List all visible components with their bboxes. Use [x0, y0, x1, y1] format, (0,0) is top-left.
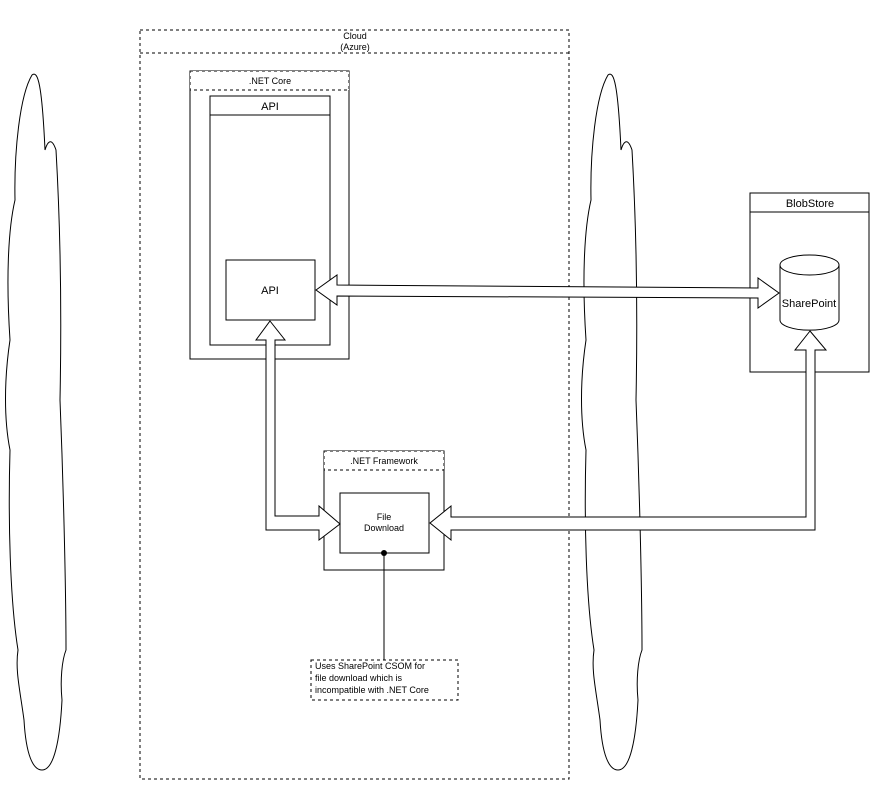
note-line2: file download which is [315, 673, 403, 683]
left-cloud-shape [5, 73, 67, 771]
api-container-title: API [261, 101, 279, 113]
netcore-container: .NET Core API API [189, 70, 350, 360]
api-sharepoint-double-arrow [315, 274, 780, 309]
note-line1: Uses SharePoint CSOM for [315, 661, 425, 671]
blobstore-container: BlobStore SharePoint [749, 192, 870, 373]
netframework-title: .NET Framework [350, 456, 418, 466]
file-download-box [339, 492, 430, 554]
sharepoint-filedownload-elbow-arrow [429, 330, 828, 542]
cloud-zone-title: Cloud [343, 31, 367, 41]
cloud-zone-subtitle: (Azure) [340, 42, 370, 52]
right-cloud-shape [581, 73, 643, 771]
file-download-label-line2: Download [364, 523, 404, 533]
cloud-azure-zone: Cloud (Azure) [139, 29, 570, 780]
sharepoint-database-label: SharePoint [782, 298, 836, 310]
sharepoint-database-icon [779, 254, 840, 331]
api-box-label: API [261, 285, 279, 297]
csom-note: Uses SharePoint CSOM for file download w… [310, 659, 459, 701]
cloud-zone-border [139, 29, 570, 780]
netcore-title: .NET Core [249, 76, 291, 86]
note-connector-dot [381, 550, 387, 556]
netframework-header [323, 450, 445, 471]
blobstore-title: BlobStore [786, 198, 834, 210]
file-download-label-line1: File [377, 512, 392, 522]
note-line3: incompatible with .NET Core [315, 685, 429, 695]
api-filedownload-elbow-arrow [255, 320, 341, 542]
note-border [310, 659, 459, 701]
netcore-header [189, 70, 350, 91]
api-box [225, 259, 316, 321]
netframework-container: .NET Framework File Download [323, 450, 445, 571]
